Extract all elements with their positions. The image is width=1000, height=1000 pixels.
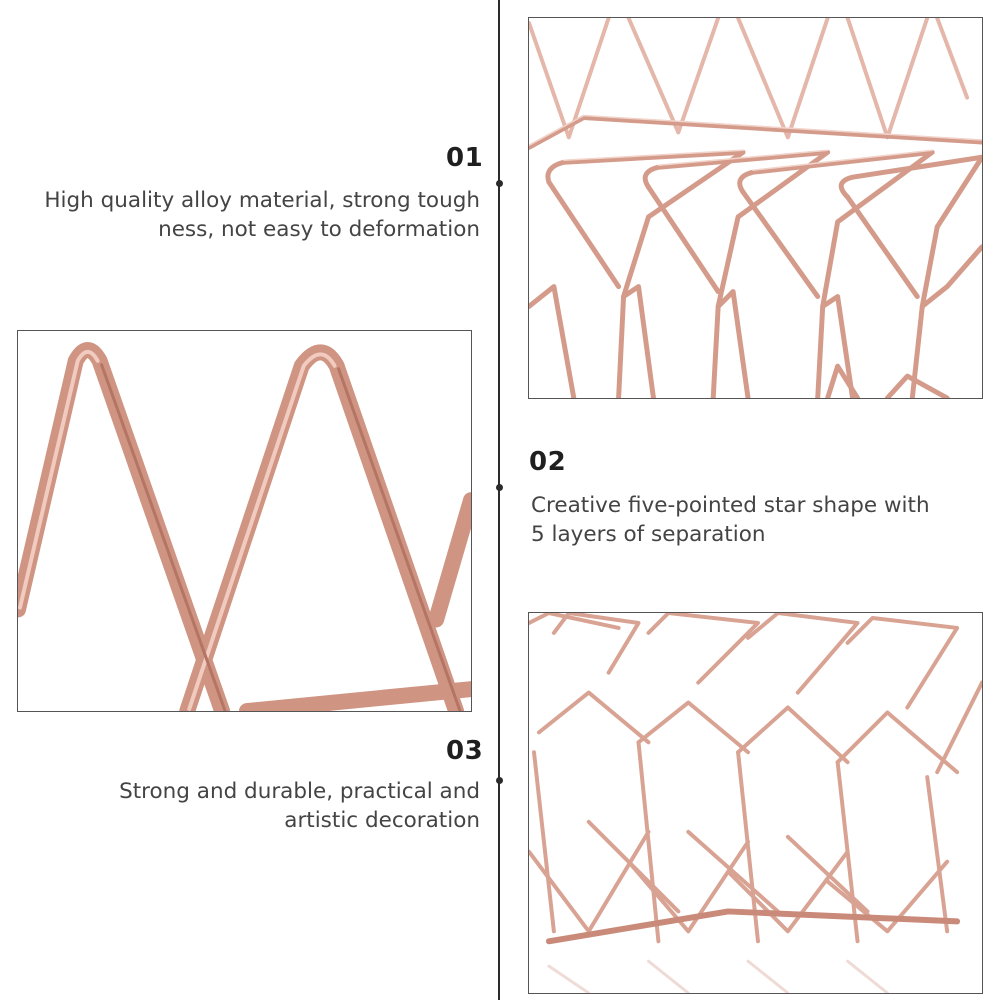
feature-03-line-1: Strong and durable, practical and (119, 779, 480, 804)
feature-01-number: 01 (446, 143, 484, 173)
feature-02-description: Creative five-pointed star shape with 5 … (531, 491, 991, 549)
feature-01-line-1: High quality alloy material, strong toug… (44, 188, 480, 213)
feature-03-line-2: artistic decoration (284, 808, 480, 833)
feature-01-description: High quality alloy material, strong toug… (20, 186, 480, 244)
feature-02-dot (495, 484, 503, 491)
star-frames-illustration (529, 18, 982, 398)
product-photo-star-rack (528, 612, 983, 994)
feature-03-description: Strong and durable, practical and artist… (20, 777, 480, 835)
feature-01-line-2: ness, not easy to deformation (158, 217, 480, 242)
feature-03-dot (495, 777, 503, 784)
wire-peaks-illustration (18, 342, 471, 711)
star-rack-illustration (529, 613, 982, 993)
feature-02-number: 02 (529, 447, 567, 477)
feature-02-line-1: Creative five-pointed star shape with (531, 493, 930, 518)
product-photo-star-frames (528, 17, 983, 399)
timeline-line (498, 0, 500, 1000)
product-photo-wire-peaks (17, 330, 472, 712)
feature-01-dot (495, 180, 503, 187)
feature-03-number: 03 (446, 736, 484, 766)
feature-02-line-2: 5 layers of separation (531, 522, 766, 547)
